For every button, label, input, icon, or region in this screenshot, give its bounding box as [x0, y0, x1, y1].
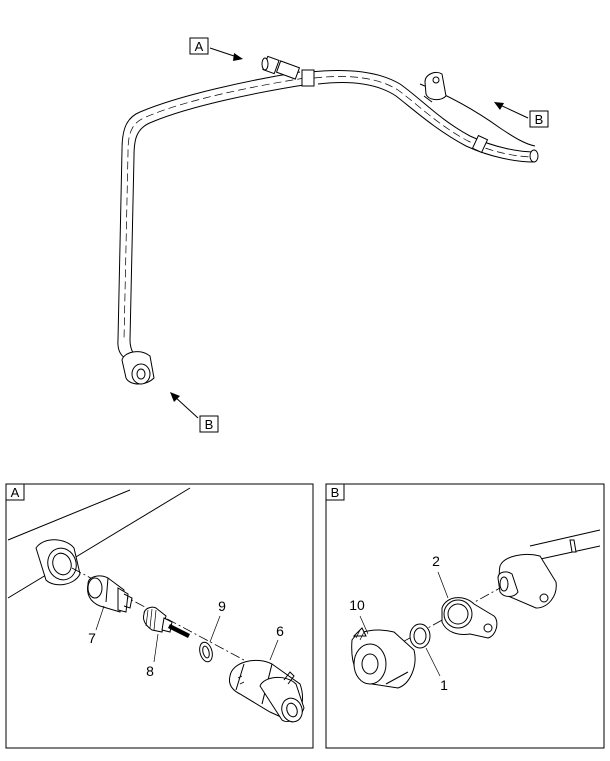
part-9-oring	[199, 641, 213, 663]
tube-assembly	[117, 55, 539, 385]
part-6-label: 6	[276, 623, 284, 639]
detail-a-panel: A 7 8	[5, 483, 314, 749]
callout-b-bottom-label: B	[205, 417, 214, 432]
part-9-label: 9	[218, 598, 226, 614]
part-1-label: 1	[440, 677, 448, 693]
tube-end-fitting	[121, 351, 155, 385]
part-2-label: 2	[432, 553, 440, 569]
part-10-cap	[351, 627, 416, 689]
callout-b-bottom: B	[170, 392, 219, 433]
flange-fitting-b	[423, 71, 447, 103]
detail-b-panel: B 2 1	[325, 483, 605, 749]
part-7-fitting	[87, 575, 133, 613]
callout-b-right: B	[494, 102, 549, 128]
callout-a-top: A	[189, 37, 243, 61]
part-8-valve	[143, 606, 190, 638]
fitting-a	[261, 55, 301, 80]
detail-a-label: A	[11, 485, 20, 500]
part-1-oring	[409, 623, 431, 649]
part-6-switch	[229, 660, 305, 723]
part-8-label: 8	[146, 663, 154, 679]
detail-b-label: B	[331, 485, 340, 500]
part-10-label: 10	[349, 597, 365, 613]
callout-b-right-label: B	[535, 112, 544, 127]
part-7-label: 7	[88, 630, 96, 646]
part-2-gasket	[441, 597, 498, 639]
callout-a-label: A	[195, 39, 204, 54]
